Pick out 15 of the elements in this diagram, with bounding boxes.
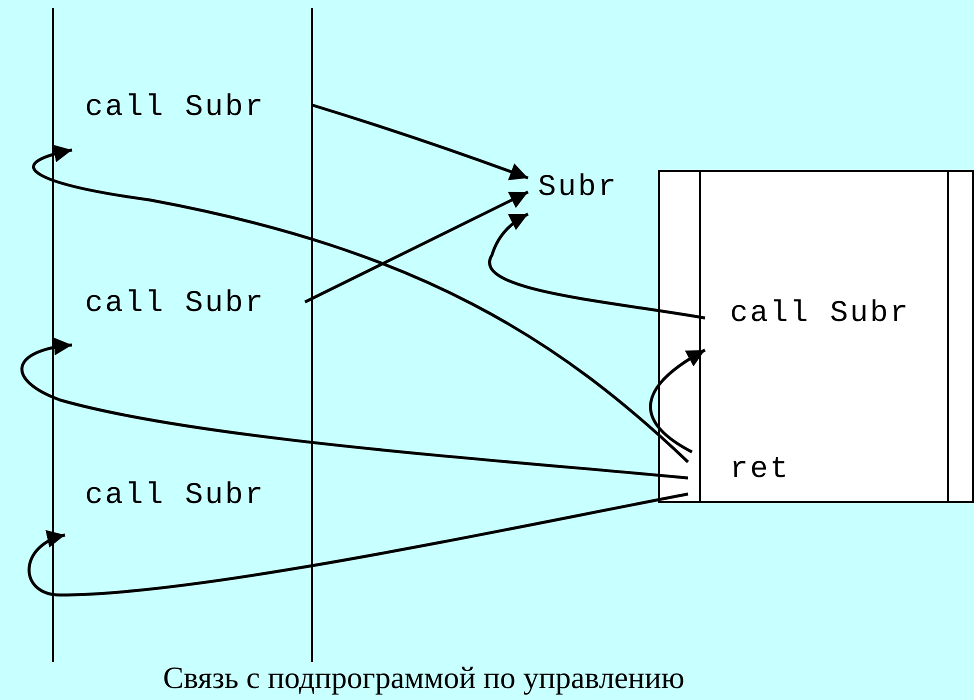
caption: Связь с подпрограммой по управлению — [163, 660, 684, 696]
arrow — [33, 145, 690, 464]
memory-block — [658, 170, 974, 503]
arrow — [649, 348, 706, 454]
code-text: call Subr — [730, 298, 910, 330]
arrow — [304, 190, 529, 304]
code-text: call Subr — [85, 92, 266, 124]
code-text: call Subr — [85, 288, 266, 320]
arrow — [20, 338, 688, 480]
code-text: call Subr — [85, 480, 266, 512]
code-text: Subr — [538, 172, 618, 204]
arrow — [28, 492, 688, 596]
code-text: ret — [730, 454, 790, 486]
arrow — [488, 212, 706, 320]
arrow — [312, 104, 529, 180]
